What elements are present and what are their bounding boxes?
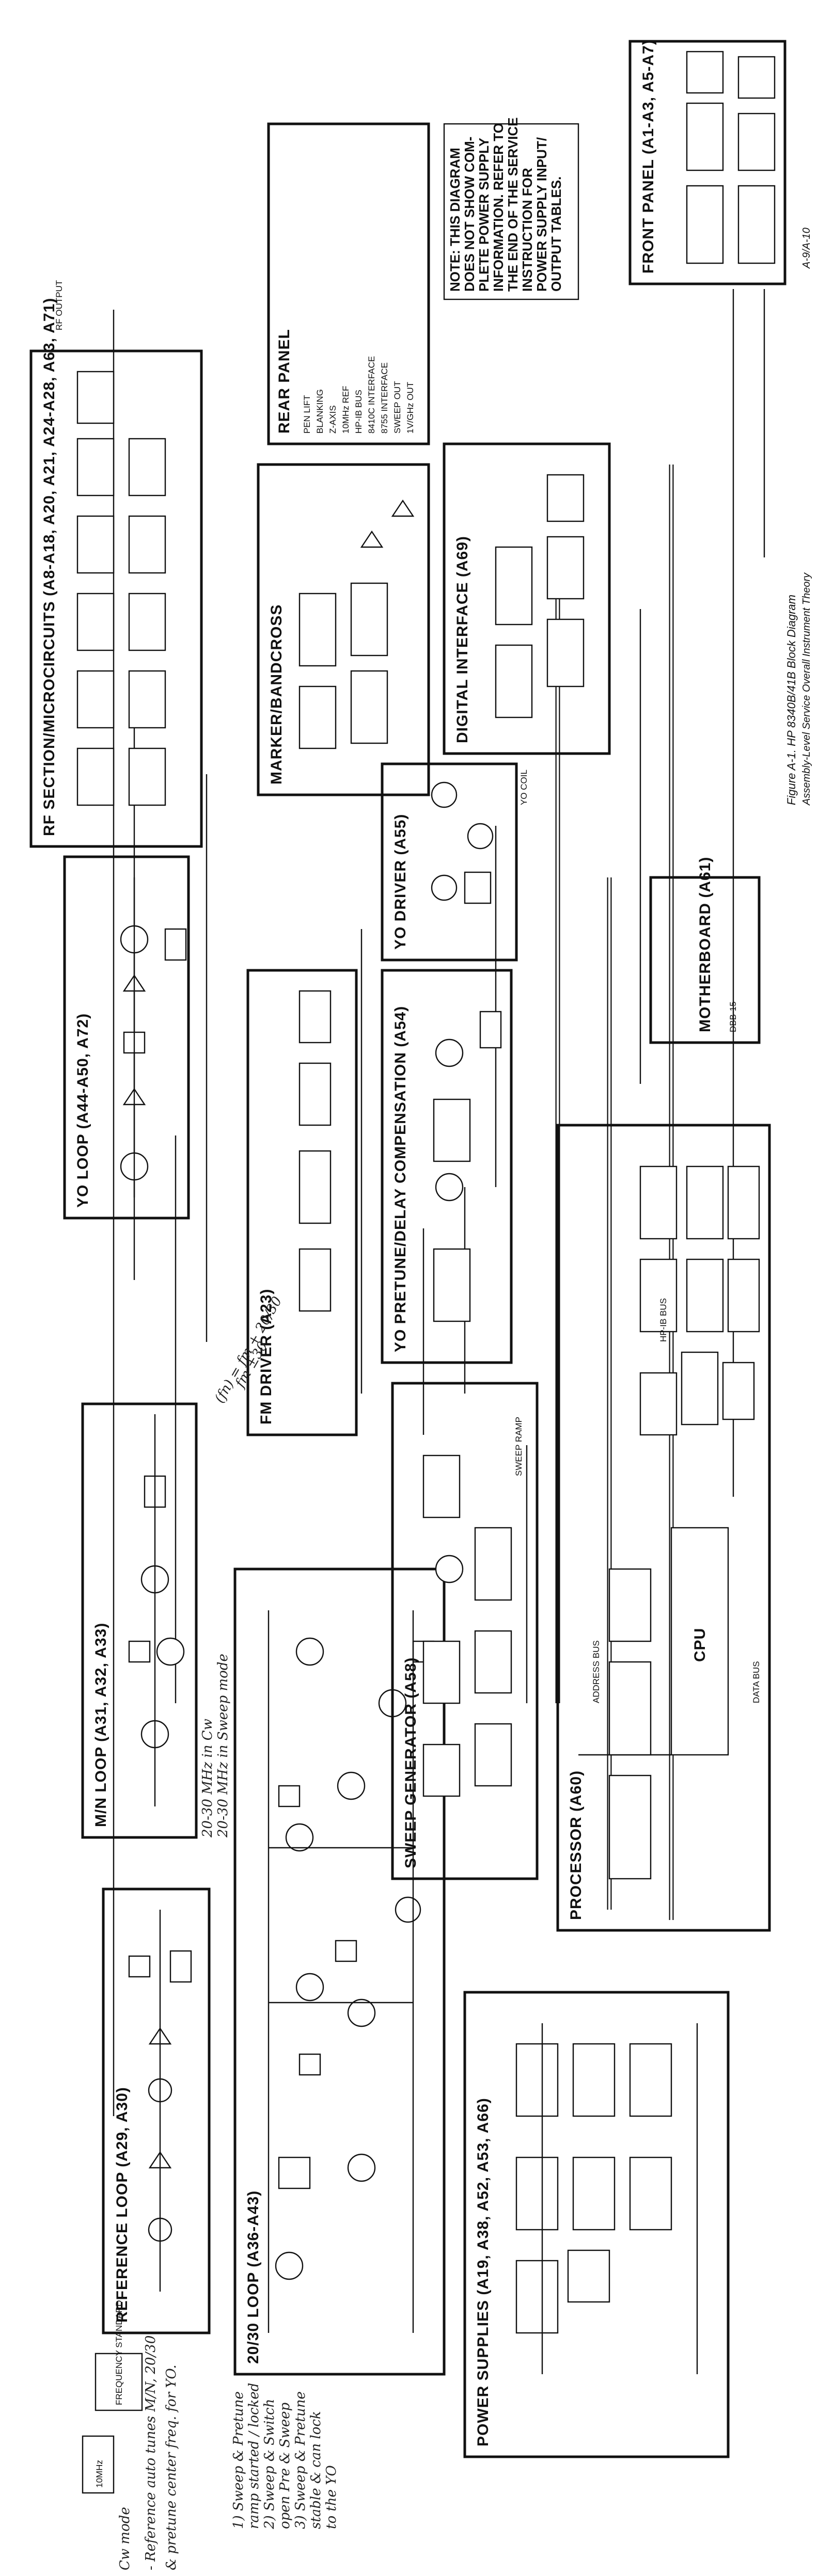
sweep-generator-title: SWEEP GENERATOR (A58)	[402, 1657, 419, 1868]
loop-20-30-title: 20/30 LOOP (A36-A43)	[245, 2190, 262, 2364]
ref-freq-standard: FREQUENCY STANDARD 10MHz	[82, 2300, 143, 2494]
processor-block: PROCESSOR (A60) CPU ADDRESS BUS DATA BUS	[556, 1124, 771, 1932]
mn-loop-block: M/N LOOP (A31, A32, A33)	[81, 1402, 198, 1839]
handwritten-left-notes: 1) Sweep & Pretune ramp started / locked…	[231, 2383, 339, 2530]
power-supplies-title: POWER SUPPLIES (A19, A38, A52, A53, A66)	[475, 2098, 492, 2446]
motherboard-bus-label: DBB-15	[728, 1001, 738, 1032]
page-number: A-9/A-10	[801, 228, 812, 269]
digital-interface-block: DIGITAL INTERFACE (A69)	[443, 442, 611, 755]
handwritten-loop-notes: 20-30 MHz in Cw 20-30 MHz in Sweep mode	[200, 1654, 231, 1838]
rear-panel-item: Z-AXIS	[328, 405, 338, 434]
handwritten-margin-notes: Cw mode - Reference auto tunes M/N, 20/3…	[117, 2335, 179, 2570]
left-note: to the YO	[324, 2465, 339, 2529]
cpu-label: CPU	[691, 1628, 709, 1662]
mn-loop-title: M/N LOOP (A31, A32, A33)	[92, 1623, 109, 1827]
left-note: ramp started / locked	[246, 2383, 262, 2529]
hp-ib-bus-label: HP-IB BUS	[658, 1298, 668, 1342]
sweep-ramp-label: SWEEP RAMP	[514, 1417, 524, 1476]
front-panel-title: FRONT PANEL (A1-A3, A5-A7)	[640, 39, 657, 274]
front-panel-block: FRONT PANEL (A1-A3, A5-A7)	[628, 39, 786, 285]
note-line: PLETE POWER SUPPLY	[476, 138, 492, 292]
processor-title: PROCESSOR (A60)	[568, 1770, 585, 1920]
yo-coil-label: YO COIL	[519, 770, 529, 805]
left-note: 2) Sweep & Switch	[262, 2399, 277, 2530]
reference-loop-block: REFERENCE LOOP (A29, A30)	[102, 1887, 211, 2334]
fm-driver-title: FM DRIVER (A23)	[258, 1289, 275, 1425]
note-line: INSTRUCTION FOR	[520, 168, 535, 292]
power-supply-note: NOTE: THIS DIAGRAM DOES NOT SHOW COM- PL…	[443, 117, 579, 300]
yo-driver-title: YO DRIVER (A55)	[392, 814, 409, 950]
sweep-generator-block: SWEEP GENERATOR (A58) SWEEP RAMP	[391, 1382, 539, 1880]
digital-interface-title: DIGITAL INTERFACE (A69)	[454, 536, 471, 743]
yo-pretune-block: YO PRETUNE/DELAY COMPENSATION (A54)	[381, 969, 513, 1364]
rear-panel-item: 8410C INTERFACE	[367, 356, 376, 434]
rf-section-block: RF SECTION/MICROCIRCUITS (A8-A18, A20, A…	[29, 298, 203, 848]
note-line: THE END OF THE SERVICE	[505, 117, 521, 292]
yo-driver-block: YO DRIVER (A55) YO COIL	[381, 762, 529, 962]
figure-caption: Figure A-1. HP 8340B/41B Block Diagram A…	[785, 228, 812, 806]
loop-20-30-block: 20/30 LOOP (A36-A43)	[233, 1567, 446, 2376]
left-note: stable & can lock	[308, 2411, 324, 2529]
note-line: POWER SUPPLY INPUT/	[534, 137, 549, 292]
marker-bandcross-block: MARKER/BANDCROSS	[257, 463, 430, 796]
rear-panel-item: 8755 INTERFACE	[380, 362, 389, 434]
margin-note: - Reference auto tunes M/N, 20/30	[143, 2335, 159, 2570]
left-note: 1) Sweep & Pretune	[231, 2391, 246, 2529]
loop-note: 20-30 MHz in Cw	[200, 1719, 215, 1838]
rear-panel-item: SWEEP OUT	[392, 381, 402, 434]
yo-pretune-title: YO PRETUNE/DELAY COMPENSATION (A54)	[392, 1006, 409, 1352]
marker-bandcross-title: MARKER/BANDCROSS	[268, 604, 285, 785]
margin-note: & pretune center freq. for YO.	[164, 2365, 179, 2570]
yo-loop-block: YO LOOP (A44-A50, A72)	[63, 855, 190, 1220]
margin-note: Cw mode	[117, 2507, 133, 2570]
caption-title: Figure A-1. HP 8340B/41B Block Diagram	[785, 595, 798, 805]
loop-note: 20-30 MHz in Sweep mode	[215, 1654, 231, 1838]
power-supplies-block: POWER SUPPLIES (A19, A38, A52, A53, A66)	[463, 1991, 730, 2458]
rf-section-title: RF SECTION/MICROCIRCUITS (A8-A18, A20, A…	[41, 298, 58, 836]
ref-in-label: 10MHz	[95, 2460, 104, 2488]
reference-loop-title: REFERENCE LOOP (A29, A30)	[114, 2087, 131, 2323]
rear-panel-item: PEN LIFT	[302, 395, 312, 434]
rear-panel-item: BLANKING	[315, 389, 325, 434]
rear-panel-item: 10MHz REF	[341, 386, 351, 434]
note-line: DOES NOT SHOW COM-	[462, 137, 477, 292]
left-note: 3) Sweep & Pretune	[293, 2391, 308, 2529]
fm-driver-block: FM DRIVER (A23)	[246, 969, 358, 1436]
rear-panel-item: HP-IB BUS	[354, 390, 364, 434]
rear-panel-title: REAR PANEL	[276, 329, 293, 434]
address-bus-label: ADDRESS BUS	[591, 1640, 601, 1703]
ref-freq-label: FREQUENCY STANDARD	[114, 2300, 124, 2405]
caption-subtitle: Assembly-Level Service Overall Instrumen…	[801, 572, 812, 806]
yo-loop-title: YO LOOP (A44-A50, A72)	[74, 1013, 91, 1208]
note-line: INFORMATION. REFER TO	[491, 123, 506, 292]
motherboard-title: MOTHERBOARD (A61)	[697, 857, 714, 1032]
data-bus-label: DATA BUS	[751, 1661, 761, 1703]
motherboard-block: MOTHERBOARD (A61) DBB-15	[649, 857, 761, 1044]
rf-output-port: RF OUTPUT	[54, 280, 64, 330]
note-line: NOTE: THIS DIAGRAM	[447, 148, 463, 292]
rear-panel-item: 1V/GHz OUT	[405, 382, 415, 434]
rf-output-label: RF OUTPUT	[54, 280, 64, 330]
rear-panel-block: REAR PANEL PEN LIFT BLANKING Z-AXIS 10MH…	[267, 122, 430, 445]
left-note: open Pre & Sweep	[277, 2402, 293, 2529]
bus-label: HP-IB BUS	[658, 1298, 668, 1342]
note-line: OUTPUT TABLES.	[548, 177, 564, 292]
